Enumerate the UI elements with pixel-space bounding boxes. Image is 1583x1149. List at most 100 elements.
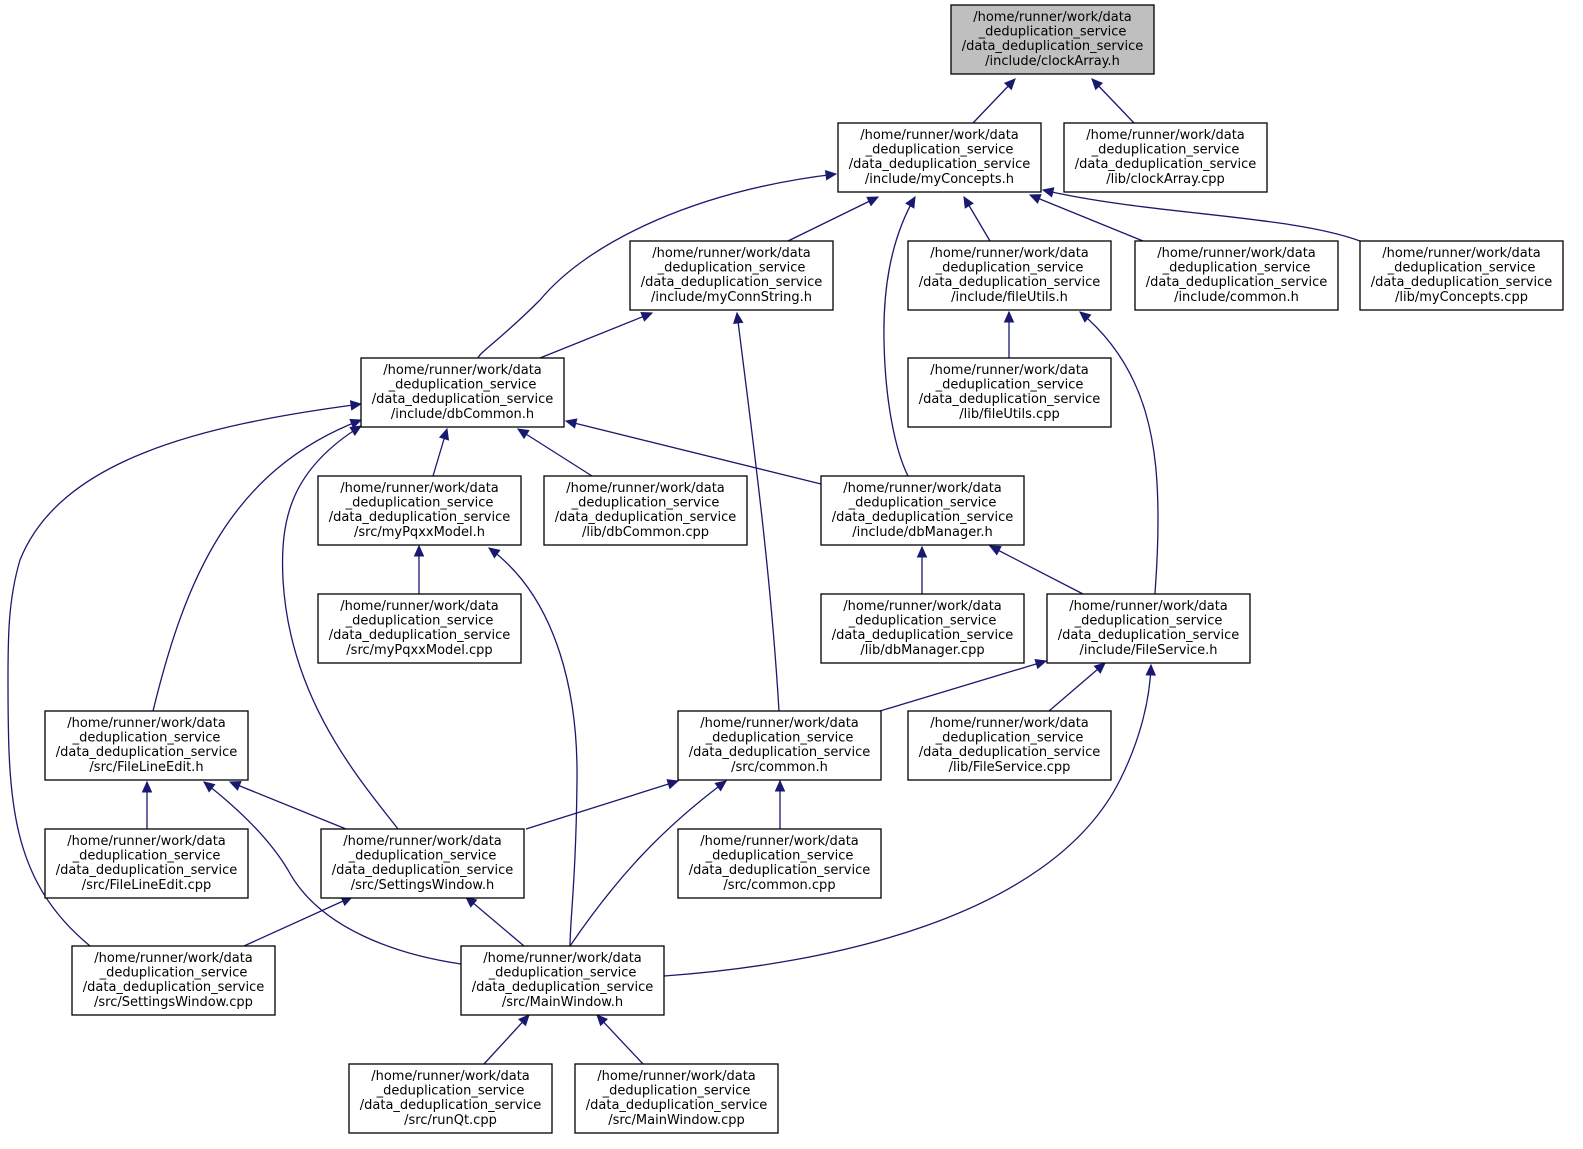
node-box[interactable] bbox=[907, 240, 1112, 311]
edge-line bbox=[152, 419, 362, 712]
node-box[interactable] bbox=[460, 945, 665, 1016]
arrow-head bbox=[1079, 311, 1092, 323]
node-label-line: _deduplication_service bbox=[348, 849, 497, 864]
node-box[interactable] bbox=[320, 828, 525, 899]
node-box[interactable] bbox=[1134, 240, 1339, 311]
node-myConnString_h[interactable]: /home/runner/work/data_deduplication_ser… bbox=[629, 240, 834, 311]
node-SettingsWindow_cpp[interactable]: /home/runner/work/data_deduplication_ser… bbox=[71, 945, 276, 1016]
edge-line bbox=[539, 312, 653, 359]
node-box[interactable] bbox=[629, 240, 834, 311]
arrow-head bbox=[564, 418, 578, 429]
nodes-layer: /home/runner/work/data_deduplication_ser… bbox=[44, 4, 1564, 1134]
node-label-line: /home/runner/work/data bbox=[930, 716, 1089, 731]
node-label-line: /lib/fileUtils.cpp bbox=[959, 407, 1059, 422]
node-box[interactable] bbox=[543, 475, 748, 546]
node-label-line: /data_deduplication_service bbox=[83, 980, 264, 995]
node-label-line: /data_deduplication_service bbox=[329, 628, 510, 643]
node-FileService_h[interactable]: /home/runner/work/data_deduplication_ser… bbox=[1046, 593, 1251, 664]
arrow-head bbox=[349, 425, 363, 437]
edge-line bbox=[488, 547, 578, 947]
edge-line bbox=[879, 660, 1047, 712]
node-box[interactable] bbox=[820, 475, 1025, 546]
node-box[interactable] bbox=[317, 593, 522, 664]
node-dbManager_cpp[interactable]: /home/runner/work/data_deduplication_ser… bbox=[820, 593, 1025, 664]
node-label-line: _deduplication_service bbox=[978, 25, 1127, 40]
node-label-line: /include/dbCommon.h bbox=[391, 407, 534, 422]
node-MainWindow_h[interactable]: /home/runner/work/data_deduplication_ser… bbox=[460, 945, 665, 1016]
node-clockArray_cpp[interactable]: /home/runner/work/data_deduplication_ser… bbox=[1063, 122, 1268, 193]
node-box[interactable] bbox=[907, 710, 1112, 781]
edge-line bbox=[477, 173, 837, 359]
node-box[interactable] bbox=[677, 828, 882, 899]
node-SettingsWindow_h[interactable]: /home/runner/work/data_deduplication_ser… bbox=[320, 828, 525, 899]
node-box[interactable] bbox=[907, 357, 1112, 428]
node-label-line: /data_deduplication_service bbox=[472, 980, 653, 995]
node-label-line: /home/runner/work/data bbox=[340, 599, 499, 614]
node-label-line: /home/runner/work/data bbox=[483, 951, 642, 966]
edge-line bbox=[281, 425, 399, 830]
arrow-head bbox=[141, 780, 153, 793]
node-box[interactable] bbox=[837, 122, 1042, 193]
node-label-line: _deduplication_service bbox=[935, 731, 1084, 746]
node-box[interactable] bbox=[317, 475, 522, 546]
node-box[interactable] bbox=[1063, 122, 1268, 193]
node-label-line: /home/runner/work/data bbox=[597, 1069, 756, 1084]
node-myConcepts_cpp[interactable]: /home/runner/work/data_deduplication_ser… bbox=[1359, 240, 1564, 311]
arrow-head bbox=[349, 418, 363, 429]
node-box[interactable] bbox=[44, 828, 249, 899]
node-box[interactable] bbox=[677, 710, 882, 781]
node-box[interactable] bbox=[1359, 240, 1564, 311]
edge-runQt_cpp-to-MainWindow_h bbox=[483, 1014, 530, 1065]
node-box[interactable] bbox=[360, 357, 565, 428]
node-FileService_cpp[interactable]: /home/runner/work/data_deduplication_ser… bbox=[907, 710, 1112, 781]
node-box[interactable] bbox=[1046, 593, 1251, 664]
node-runQt_cpp[interactable]: /home/runner/work/data_deduplication_ser… bbox=[348, 1063, 553, 1134]
node-label-line: /home/runner/work/data bbox=[343, 834, 502, 849]
node-box[interactable] bbox=[71, 945, 276, 1016]
node-box[interactable] bbox=[820, 593, 1025, 664]
arrow-head bbox=[774, 779, 786, 792]
node-FileLineEdit_h[interactable]: /home/runner/work/data_deduplication_ser… bbox=[44, 710, 249, 781]
node-box[interactable] bbox=[348, 1063, 553, 1134]
node-fileUtils_h[interactable]: /home/runner/work/data_deduplication_ser… bbox=[907, 240, 1112, 311]
node-MainWindow_cpp[interactable]: /home/runner/work/data_deduplication_ser… bbox=[574, 1063, 779, 1134]
node-clockArray_h[interactable]: /home/runner/work/data_deduplication_ser… bbox=[950, 4, 1155, 75]
node-label-line: _deduplication_service bbox=[848, 496, 997, 511]
node-label-line: /data_deduplication_service bbox=[832, 628, 1013, 643]
arrow-head bbox=[228, 781, 242, 791]
node-label-line: /lib/FileService.cpp bbox=[949, 760, 1071, 775]
node-dbCommon_cpp[interactable]: /home/runner/work/data_deduplication_ser… bbox=[543, 475, 748, 546]
node-src_common_h[interactable]: /home/runner/work/data_deduplication_ser… bbox=[677, 710, 882, 781]
node-label-line: /home/runner/work/data bbox=[67, 834, 226, 849]
node-label-line: /include/FileService.h bbox=[1079, 643, 1217, 658]
node-include_common_h[interactable]: /home/runner/work/data_deduplication_ser… bbox=[1134, 240, 1339, 311]
arrow-head bbox=[963, 195, 974, 209]
node-box[interactable] bbox=[950, 4, 1155, 75]
arrow-head bbox=[824, 169, 838, 181]
node-myPqxxModel_cpp[interactable]: /home/runner/work/data_deduplication_ser… bbox=[317, 593, 522, 664]
node-fileUtils_cpp[interactable]: /home/runner/work/data_deduplication_ser… bbox=[907, 357, 1112, 428]
node-common_cpp[interactable]: /home/runner/work/data_deduplication_ser… bbox=[677, 828, 882, 899]
node-label-line: _deduplication_service bbox=[1074, 614, 1223, 629]
node-label-line: /home/runner/work/data bbox=[700, 716, 859, 731]
node-FileLineEdit_cpp[interactable]: /home/runner/work/data_deduplication_ser… bbox=[44, 828, 249, 899]
arrow-head bbox=[733, 311, 744, 325]
edge-line bbox=[483, 1014, 530, 1065]
edge-myConcepts_cpp-to-myConcepts_h bbox=[1041, 187, 1361, 242]
node-dbCommon_h[interactable]: /home/runner/work/data_deduplication_ser… bbox=[360, 357, 565, 428]
node-label-line: /data_deduplication_service bbox=[962, 39, 1143, 54]
arrow-head bbox=[488, 547, 501, 559]
node-myPqxxModel_h[interactable]: /home/runner/work/data_deduplication_ser… bbox=[317, 475, 522, 546]
node-label-line: /include/fileUtils.h bbox=[951, 290, 1068, 305]
edge-line bbox=[596, 1014, 644, 1065]
edge-src_common_h-to-myConnString_h bbox=[733, 311, 780, 712]
node-box[interactable] bbox=[44, 710, 249, 781]
node-label-line: /data_deduplication_service bbox=[586, 1098, 767, 1113]
node-label-line: /home/runner/work/data bbox=[930, 363, 1089, 378]
node-box[interactable] bbox=[574, 1063, 779, 1134]
node-dbManager_h[interactable]: /home/runner/work/data_deduplication_ser… bbox=[820, 475, 1025, 546]
edge-SettingsWindow_h-to-FileLineEdit_h bbox=[228, 781, 347, 830]
node-myConcepts_h[interactable]: /home/runner/work/data_deduplication_ser… bbox=[837, 122, 1042, 193]
node-label-line: /data_deduplication_service bbox=[360, 1098, 541, 1113]
